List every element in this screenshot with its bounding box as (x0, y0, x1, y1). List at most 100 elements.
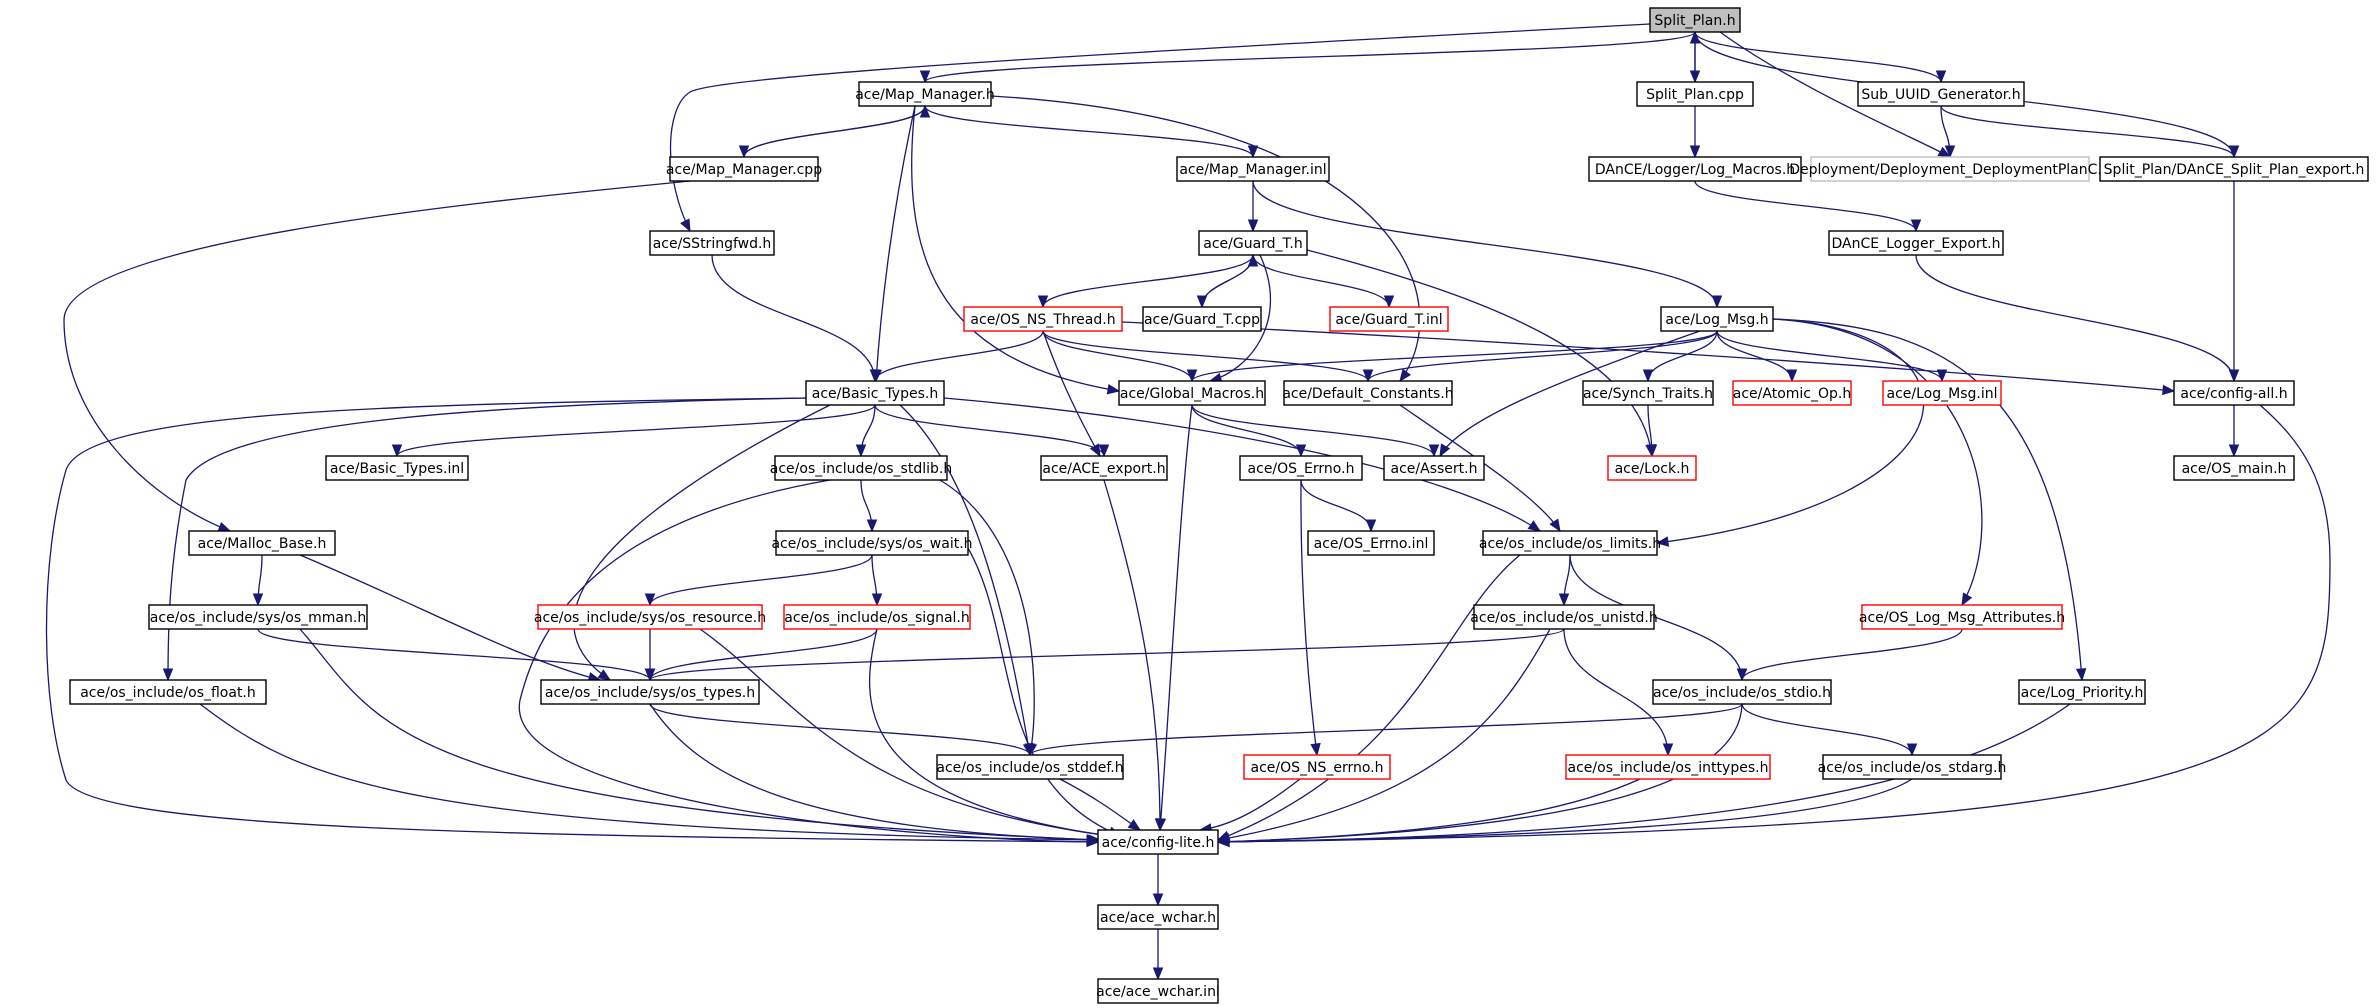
edge-map_manager_h-to-basic_types_h (871, 105, 916, 383)
node-box (1383, 455, 1485, 481)
edge-basic_types_h-to-basic_types_inl (391, 404, 876, 458)
node-box (1861, 604, 2063, 630)
node-log_msg_inl[interactable]: ace/Log_Msg.inl (1882, 380, 2002, 406)
node-box (2173, 380, 2295, 406)
node-os_ns_thread_h[interactable]: ace/OS_NS_Thread.h (963, 306, 1123, 332)
node-split_plan_export_h[interactable]: Split_Plan/DAnCE_Split_Plan_export.h (2099, 156, 2369, 182)
edge-basic_types_h-to-os_float_h (162, 397, 807, 682)
edge-default_constants_h-to-os_limits_h (1399, 404, 1561, 533)
node-log_macros_h[interactable]: DAnCE/Logger/Log_Macros.h (1588, 156, 1802, 182)
node-default_constants_h[interactable]: ace/Default_Constants.h (1282, 380, 1454, 406)
node-os_log_msg_attributes_h[interactable]: ace/OS_Log_Msg_Attributes.h (1859, 604, 2065, 630)
node-box (805, 380, 945, 406)
node-box (1176, 156, 1330, 182)
node-split_plan_cpp[interactable]: Split_Plan.cpp (1636, 81, 1754, 107)
node-os_float_h[interactable]: ace/os_include/os_float.h (69, 679, 267, 705)
node-deployment_planc_h[interactable]: Deployment/Deployment_DeploymentPlanC.h (1789, 156, 2111, 182)
node-guard_t_h[interactable]: ace/Guard_T.h (1198, 230, 1308, 256)
node-box (1732, 380, 1852, 406)
node-box (936, 754, 1124, 780)
node-config_lite_h[interactable]: ace/config-lite.h (1097, 829, 1219, 855)
node-os_stdarg_h[interactable]: ace/os_include/os_stdarg.h (1818, 754, 2007, 780)
node-os_limits_h[interactable]: ace/os_include/os_limits.h (1479, 530, 1661, 556)
node-basic_types_inl[interactable]: ace/Basic_Types.inl (325, 455, 469, 481)
node-basic_types_h[interactable]: ace/Basic_Types.h (805, 380, 945, 406)
node-ace_wchar_h[interactable]: ace/ace_wchar.h (1097, 904, 1219, 930)
edge-os_stdio_h-to-os_stdarg_h (1741, 703, 1918, 757)
node-box (1239, 455, 1363, 481)
edge-sstringfwd_h-to-basic_types_h (711, 254, 881, 383)
node-log_msg_h[interactable]: ace/Log_Msg.h (1660, 306, 1774, 332)
node-os_resource_h[interactable]: ace/os_include/sys/os_resource.h (534, 604, 766, 630)
node-os_stdlib_h[interactable]: ace/os_include/os_stdlib.h (770, 455, 952, 481)
edge-log_msg_h-to-synch_traits_h (1642, 330, 1718, 383)
node-os_main_h[interactable]: ace/OS_main.h (2173, 455, 2295, 481)
node-map_manager_cpp[interactable]: ace/Map_Manager.cpp (666, 156, 822, 182)
edge-os_unistd_h-to-os_inttypes_h (1563, 628, 1674, 757)
node-box (1283, 380, 1453, 406)
node-dance_logger_export_h[interactable]: DAnCE_Logger_Export.h (1828, 230, 2004, 256)
node-os_mman_h[interactable]: ace/os_include/sys/os_mman.h (148, 604, 368, 630)
edge-os_limits_h-to-os_unistd_h (1558, 554, 1571, 607)
edge-os_unistd_h-to-os_types_h (644, 628, 1565, 682)
node-label: DAnCE/Logger/Log_Macros.h (1595, 162, 1795, 178)
edge-split_plan_export_h-to-config_all_h (2228, 181, 2240, 383)
node-os_errno_inl[interactable]: ace/OS_Errno.inl (1307, 530, 1435, 556)
node-config_all_h[interactable]: ace/config-all.h (2173, 380, 2295, 406)
node-synch_traits_h[interactable]: ace/Synch_Traits.h (1582, 380, 1714, 406)
node-log_priority_h[interactable]: ace/Log_Priority.h (2018, 679, 2146, 705)
node-box (1243, 754, 1391, 780)
node-ace_wchar_inl[interactable]: ace/ace_wchar.inl (1096, 978, 1220, 1004)
node-label: ace/Atomic_Op.h (1733, 386, 1851, 402)
node-os_stdio_h[interactable]: ace/os_include/os_stdio.h (1652, 679, 1832, 705)
node-label: ace/os_include/os_stdlib.h (770, 461, 952, 477)
node-label: Split_Plan/DAnCE_Split_Plan_export.h (2104, 162, 2365, 178)
node-os_stddef_h[interactable]: ace/os_include/os_stddef.h (936, 754, 1124, 780)
node-label: ace/ace_wchar.h (1100, 910, 1216, 926)
node-os_wait_h[interactable]: ace/os_include/sys/os_wait.h (771, 530, 973, 556)
node-ace_export_h[interactable]: ace/ACE_export.h (1040, 455, 1168, 481)
node-sub_uuid_gen_h[interactable]: Sub_UUID_Generator.h (1857, 81, 2025, 107)
node-box (1097, 978, 1219, 1004)
node-malloc_base_h[interactable]: ace/Malloc_Base.h (188, 530, 336, 556)
node-label: ace/os_include/os_float.h (80, 685, 256, 701)
node-box (69, 679, 267, 705)
edge-map_manager_h-to-global_macros_h (911, 105, 1121, 395)
node-os_inttypes_h[interactable]: ace/os_include/os_inttypes.h (1565, 754, 1771, 780)
node-guard_t_inl[interactable]: ace/Guard_T.inl (1329, 306, 1449, 332)
node-os_signal_h[interactable]: ace/os_include/os_signal.h (783, 604, 971, 630)
node-lock_h[interactable]: ace/Lock.h (1607, 455, 1697, 481)
node-os_errno_h[interactable]: ace/OS_Errno.h (1239, 455, 1363, 481)
node-box (774, 455, 948, 481)
edge-log_msg_h-to-atomic_op_h (1716, 330, 1798, 383)
node-box (537, 604, 763, 630)
node-os_types_h[interactable]: ace/os_include/sys/os_types.h (540, 679, 760, 705)
edge-basic_types_h-to-os_types_h (573, 404, 831, 681)
node-assert_h[interactable]: ace/Assert.h (1383, 455, 1485, 481)
node-sstringfwd_h[interactable]: ace/SStringfwd.h (649, 230, 775, 256)
node-guard_t_cpp[interactable]: ace/Guard_T.cpp (1142, 306, 1262, 332)
node-label: ace/Malloc_Base.h (198, 536, 327, 552)
edge-os_wait_h-to-config_lite_h (967, 547, 1122, 837)
edge-guard_t_cpp-to-guard_t_h (1201, 253, 1259, 308)
edge-map_manager_h-to-map_manager_inl (924, 105, 1259, 159)
node-box (2018, 679, 2146, 705)
edge-basic_types_h-to-ace_export_h (874, 404, 1110, 458)
node-map_manager_inl[interactable]: ace/Map_Manager.inl (1176, 156, 1330, 182)
edge-log_msg_h-to-default_constants_h (1362, 330, 1718, 383)
edge-log_msg_h-to-log_msg_inl (1716, 330, 1948, 383)
node-map_manager_h[interactable]: ace/Map_Manager.h (855, 81, 995, 107)
node-global_macros_h[interactable]: ace/Global_Macros.h (1118, 380, 1266, 406)
edge-map_manager_inl-to-guard_t_h (1247, 180, 1259, 233)
node-box (1636, 81, 1754, 107)
node-atomic_op_h[interactable]: ace/Atomic_Op.h (1732, 380, 1852, 406)
edge-os_mman_h-to-config_lite_h (299, 628, 1100, 845)
node-label: ace/Map_Manager.h (855, 87, 995, 103)
edge-os_mman_h-to-os_types_h (257, 628, 656, 682)
node-os_ns_errno_h[interactable]: ace/OS_NS_errno.h (1243, 754, 1391, 780)
node-box (1882, 380, 2002, 406)
node-label: ace/Log_Priority.h (2021, 685, 2144, 701)
node-label: ace/os_include/os_inttypes.h (1568, 760, 1769, 776)
node-os_unistd_h[interactable]: ace/os_include/os_unistd.h (1470, 604, 1658, 630)
